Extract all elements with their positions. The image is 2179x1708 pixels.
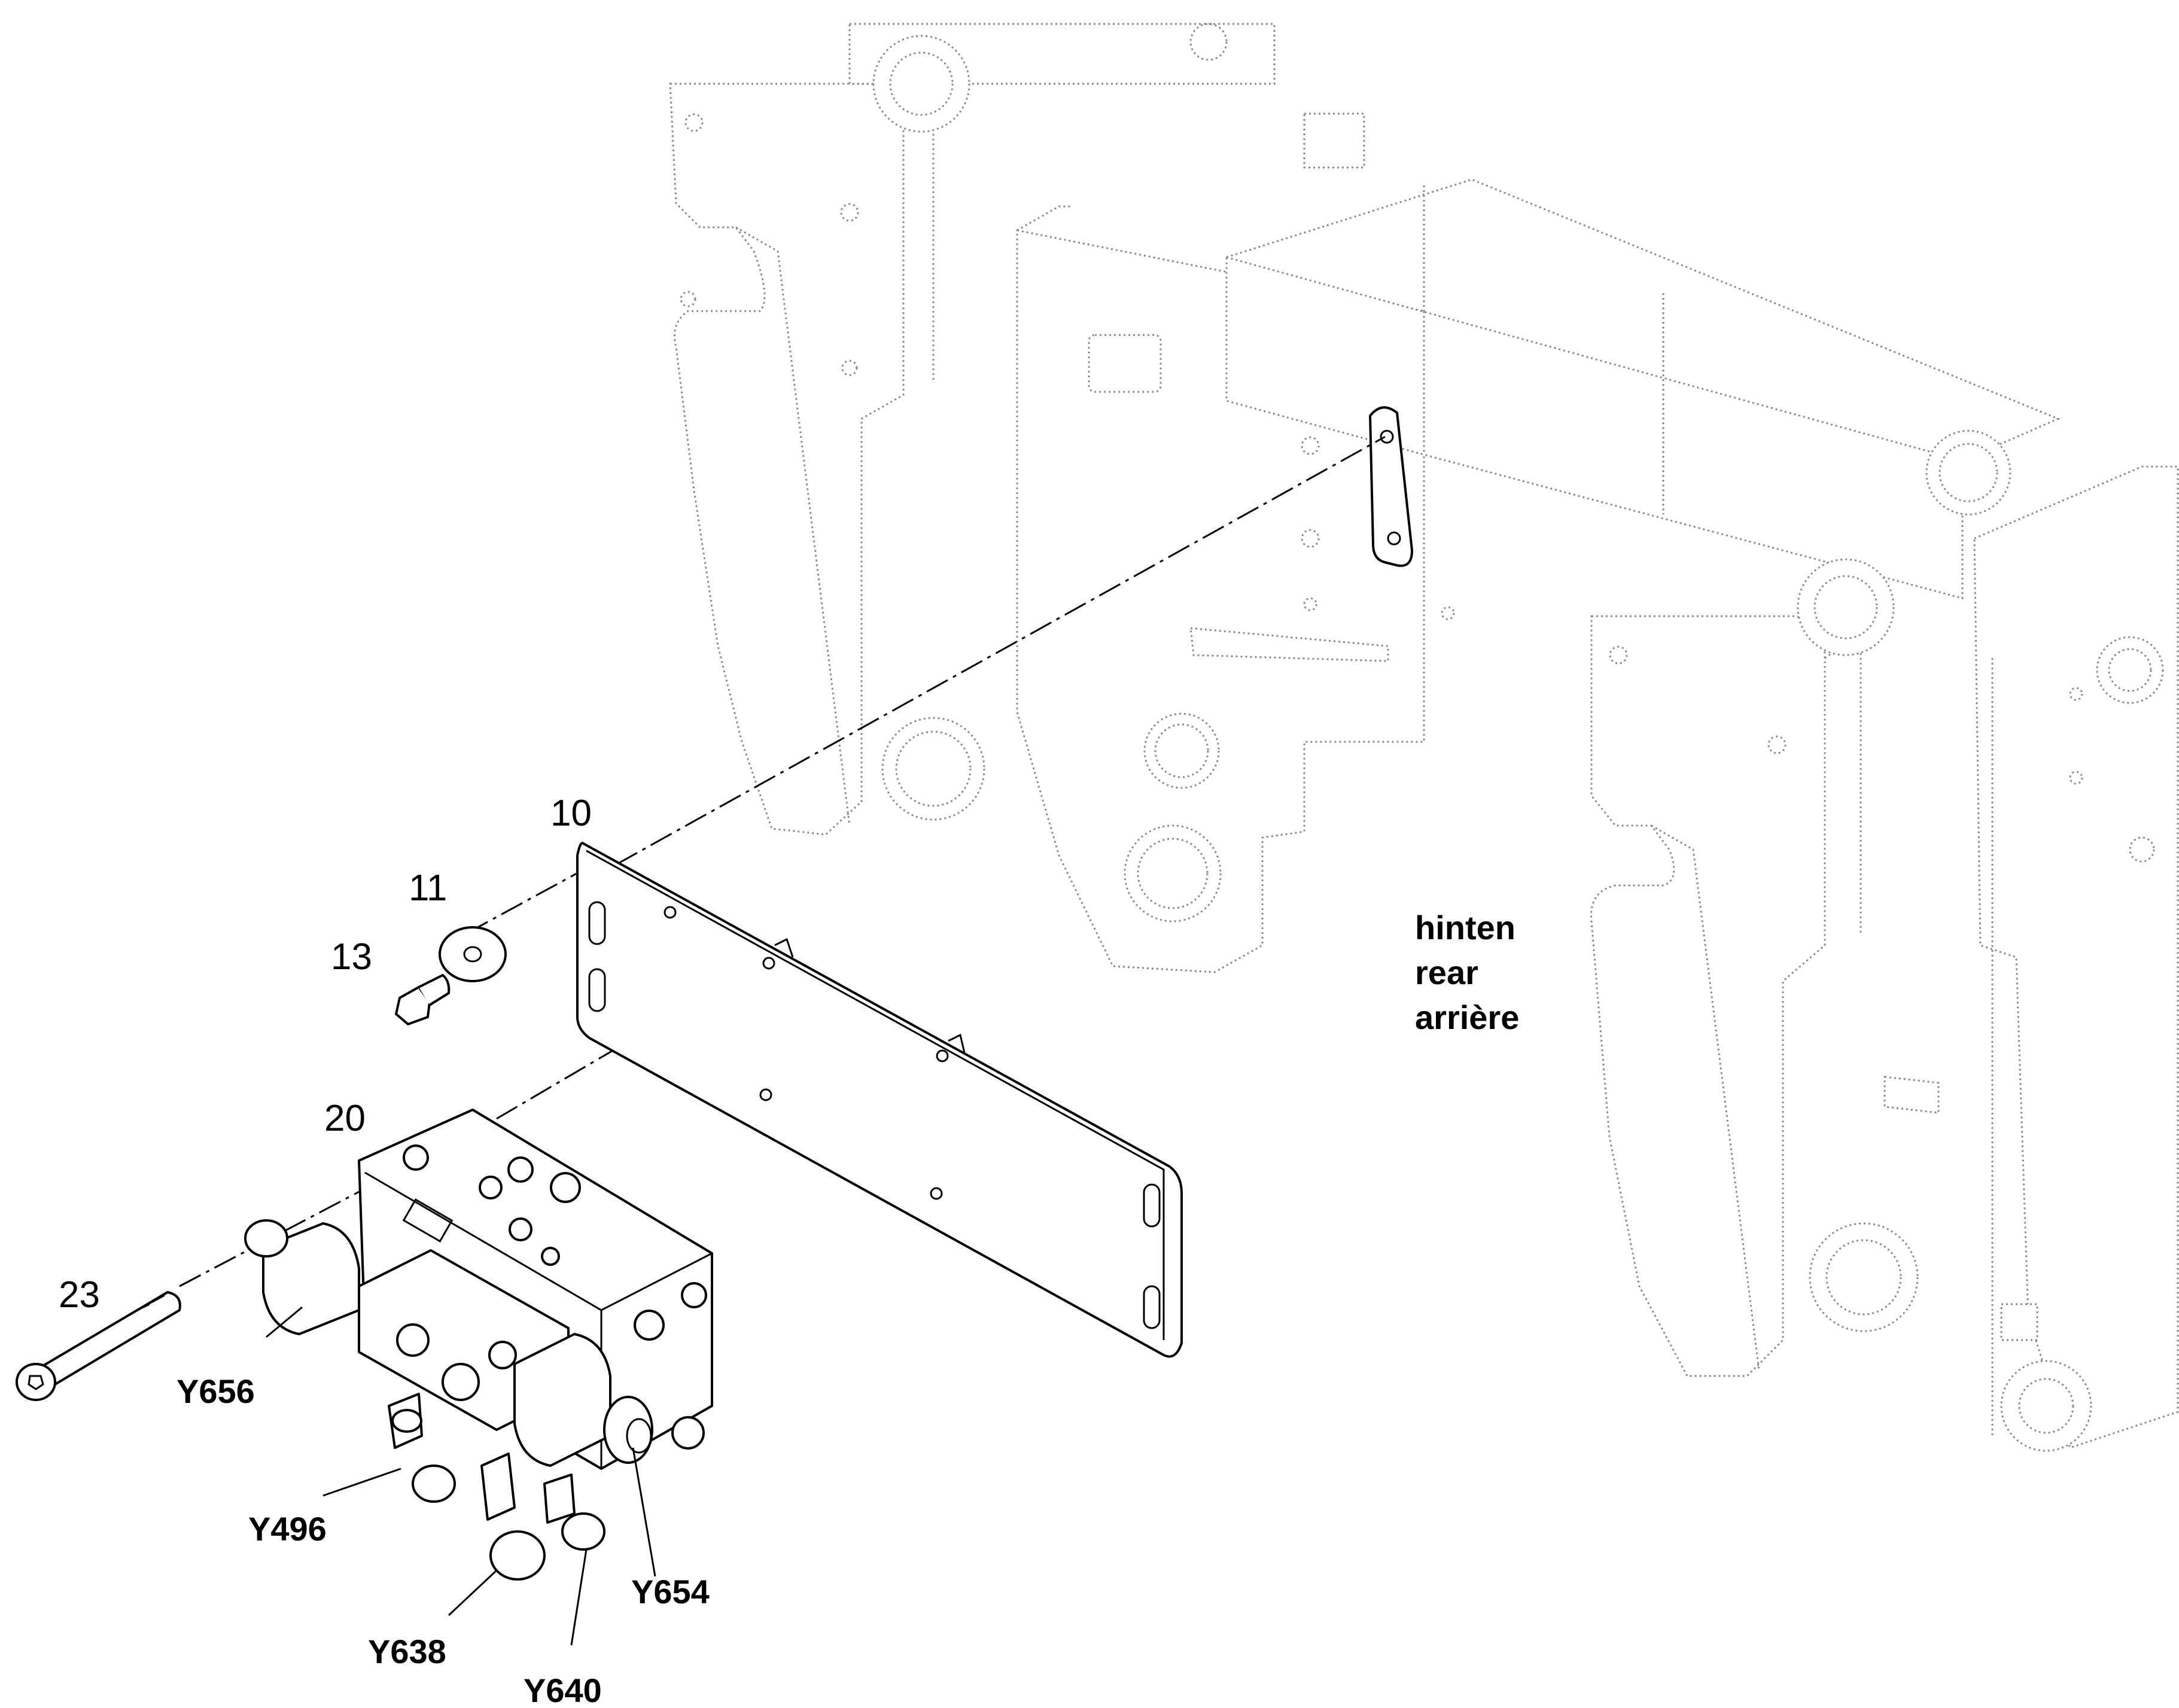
orientation-german: hinten xyxy=(1415,909,1515,946)
mounting-plate xyxy=(576,842,1183,1358)
orientation-french: arrière xyxy=(1415,998,1519,1036)
label-y638: Y638 xyxy=(368,1633,446,1670)
label-y656: Y656 xyxy=(176,1372,255,1410)
frame-bracket-tab xyxy=(1369,406,1413,567)
label-y496: Y496 xyxy=(248,1510,327,1548)
part-number-20: 20 xyxy=(324,1098,366,1139)
part-number-10: 10 xyxy=(550,793,592,834)
orientation-note: hinten rear arrière xyxy=(1415,909,1519,1036)
cap-screw xyxy=(16,1291,181,1401)
orientation-english: rear xyxy=(1415,954,1478,991)
part-number-23: 23 xyxy=(59,1274,100,1316)
washer xyxy=(439,926,507,982)
label-y654: Y654 xyxy=(631,1573,710,1610)
label-y640: Y640 xyxy=(524,1672,602,1708)
part-number-13: 13 xyxy=(331,936,372,978)
background-frame xyxy=(669,23,2179,1452)
hex-bolt xyxy=(395,974,451,1025)
label-leaders xyxy=(266,1306,656,1646)
valve-block xyxy=(244,1109,713,1581)
part-number-11: 11 xyxy=(409,867,447,909)
